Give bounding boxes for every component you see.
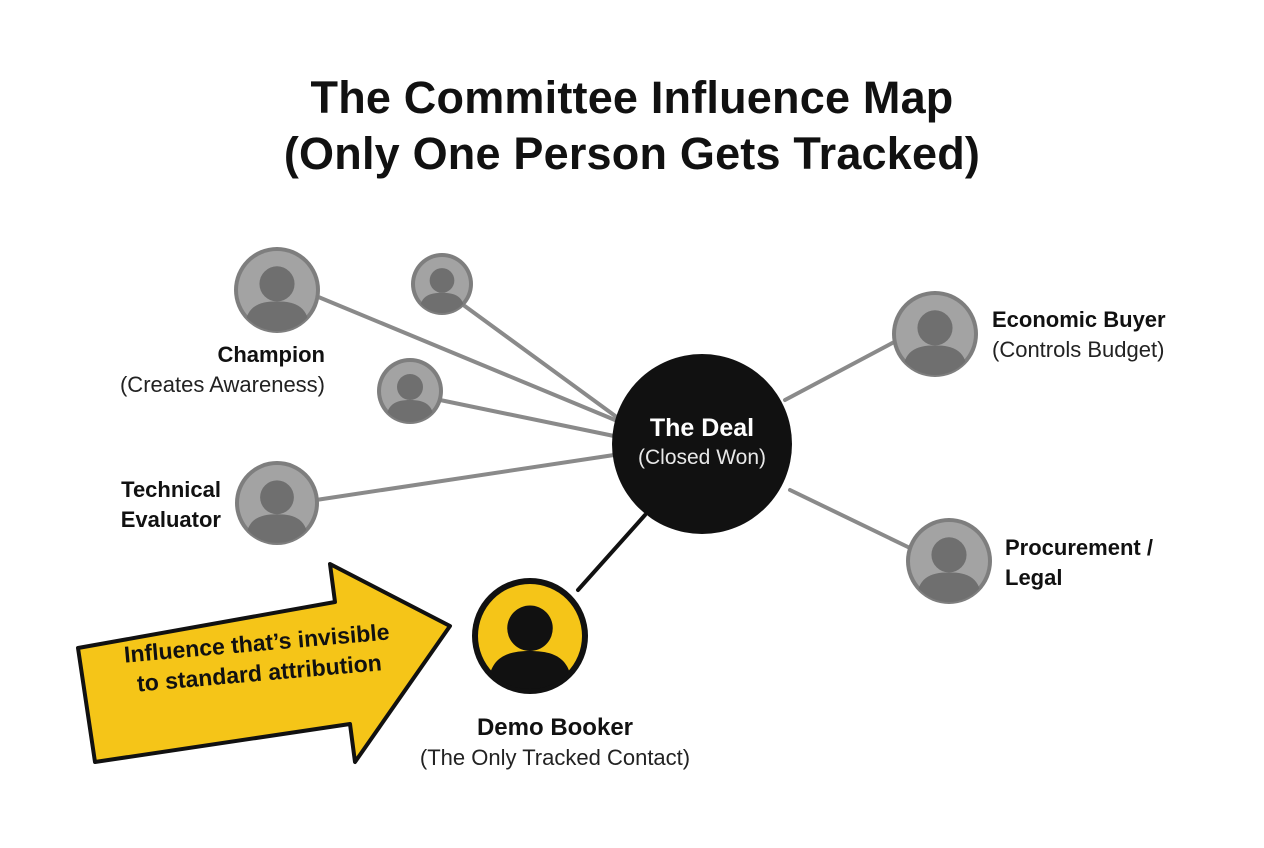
stakeholder-avatar-2 xyxy=(377,358,443,424)
page-title: The Committee Influence Map (Only One Pe… xyxy=(0,70,1264,182)
technical-evaluator-label: Technical Evaluator xyxy=(40,475,221,535)
title-line-1: The Committee Influence Map xyxy=(310,72,954,123)
procurement-avatar xyxy=(906,518,992,604)
title-line-2: (Only One Person Gets Tracked) xyxy=(283,128,981,179)
connector-champion xyxy=(314,294,617,422)
technical-evaluator-avatar xyxy=(235,461,319,545)
connector-economic xyxy=(783,338,900,402)
connector-demo-booker xyxy=(576,513,647,592)
demo-booker-avatar xyxy=(472,578,588,694)
procurement-name-2: Legal xyxy=(1005,565,1063,590)
procurement-label: Procurement / Legal xyxy=(1005,533,1245,593)
champion-role: (Creates Awareness) xyxy=(119,372,325,397)
stakeholder-avatar-1 xyxy=(411,253,473,315)
procurement-name-1: Procurement / xyxy=(1005,535,1153,560)
demo-booker-name: Demo Booker xyxy=(476,714,634,741)
champion-name: Champion xyxy=(217,342,325,367)
deal-label: The Deal (Closed Won) xyxy=(612,413,792,473)
champion-label: Champion (Creates Awareness) xyxy=(60,340,325,400)
connector-procurement xyxy=(788,488,912,550)
champion-avatar xyxy=(234,247,320,333)
callout-arrow xyxy=(76,562,452,764)
connector-technical xyxy=(314,453,616,502)
deal-node xyxy=(612,354,792,534)
deal-status: (Closed Won) xyxy=(638,446,766,469)
economic-buyer-role: (Controls Budget) xyxy=(992,337,1165,362)
connector-lines xyxy=(314,294,912,550)
deal-name: The Deal xyxy=(649,414,755,442)
economic-buyer-name: Economic Buyer xyxy=(992,307,1166,332)
economic-buyer-label: Economic Buyer (Controls Budget) xyxy=(992,305,1252,365)
technical-evaluator-name-1: Technical xyxy=(121,477,221,502)
demo-booker-role: (The Only Tracked Contact) xyxy=(419,745,691,770)
connector-stakeholder-2 xyxy=(438,398,616,438)
demo-booker-label: Demo Booker (The Only Tracked Contact) xyxy=(380,713,730,773)
connector-stakeholder-1 xyxy=(460,302,620,420)
economic-buyer-avatar xyxy=(892,291,978,377)
technical-evaluator-name-2: Evaluator xyxy=(120,507,221,532)
